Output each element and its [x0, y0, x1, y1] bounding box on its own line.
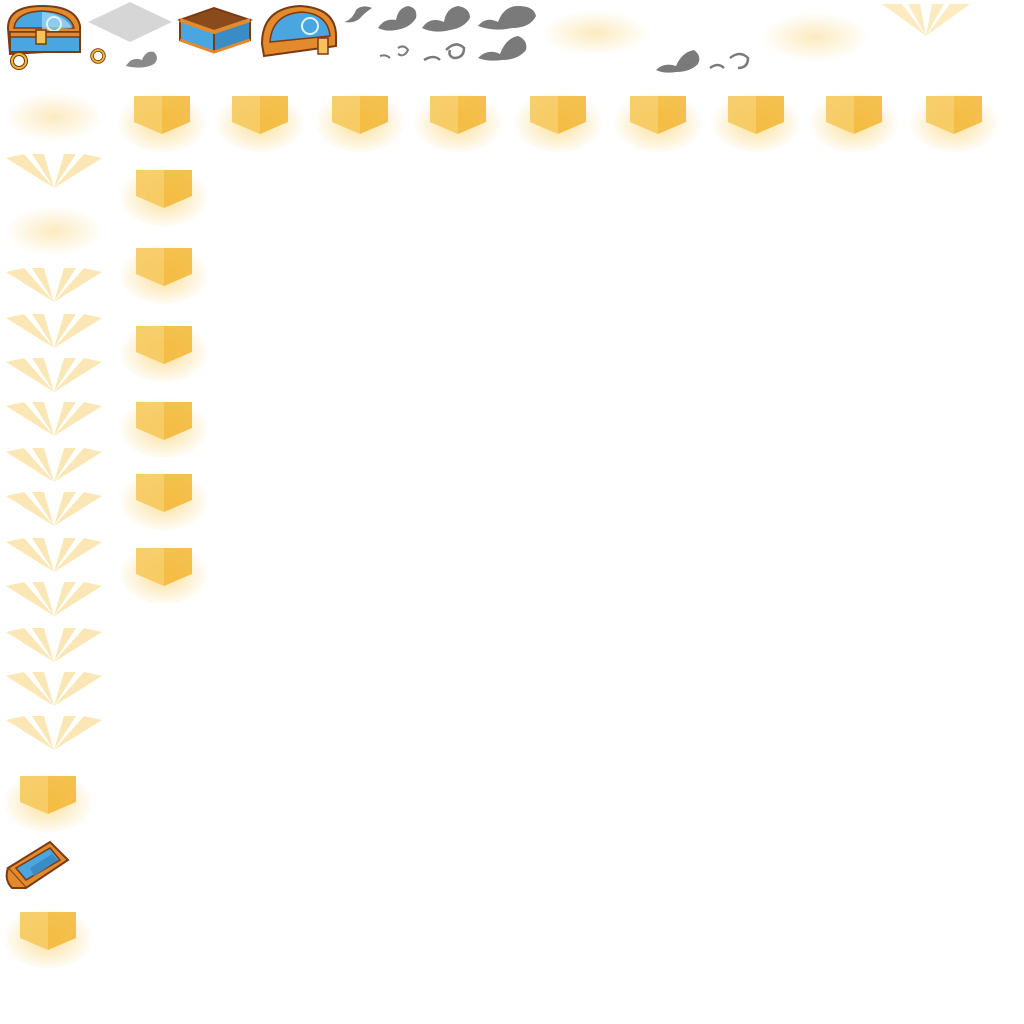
- light-burst: [4, 356, 104, 396]
- gold-glow-tile: [118, 236, 210, 306]
- light-burst: [878, 0, 974, 40]
- gold-glow-tile: [118, 536, 210, 606]
- chest-lid-sprite: [258, 2, 340, 60]
- gold-glow-tile: [118, 314, 210, 384]
- smoke-puff: [376, 36, 416, 64]
- gold-glow-tile: [612, 84, 704, 154]
- gold-glow-tile: [2, 900, 94, 970]
- smoke-puff: [342, 2, 376, 28]
- gold-glow: [4, 206, 104, 256]
- gold-glow-tile: [118, 158, 210, 228]
- gold-glow-tile: [314, 84, 406, 154]
- gold-glow-tile: [412, 84, 504, 154]
- light-burst: [4, 490, 104, 530]
- light-burst: [4, 312, 104, 352]
- treasure-chest-open-sprite: [174, 4, 254, 56]
- gold-glow-tile: [710, 84, 802, 154]
- gold-glow: [4, 92, 104, 142]
- ring-icon: [88, 46, 108, 66]
- gold-glow-tile: [118, 462, 210, 532]
- smoke-puff: [476, 2, 538, 32]
- smoke-puff: [376, 2, 420, 34]
- gold-glow-tile: [118, 390, 210, 460]
- smoke-puff: [654, 44, 704, 74]
- smoke-puff: [476, 32, 534, 64]
- light-burst: [4, 626, 104, 666]
- light-burst: [4, 266, 104, 306]
- gold-glow-tile: [2, 764, 94, 834]
- chest-lid-open-sprite: [2, 838, 70, 894]
- light-burst: [4, 536, 104, 576]
- smoke-puff: [706, 44, 754, 74]
- gold-glow-tile: [808, 84, 900, 154]
- ring-icon: [8, 50, 30, 72]
- smoke-puff: [124, 44, 164, 72]
- gold-glow-tile: [214, 84, 306, 154]
- light-burst: [4, 580, 104, 620]
- gold-glow: [540, 10, 650, 56]
- light-burst: [4, 670, 104, 710]
- gold-glow-tile: [512, 84, 604, 154]
- light-burst: [4, 152, 104, 192]
- gold-glow: [760, 12, 870, 62]
- light-burst: [4, 714, 104, 754]
- gold-glow-tile: [116, 84, 208, 154]
- smoke-puff: [420, 34, 474, 66]
- light-burst: [4, 446, 104, 486]
- floor-shadow-tile: [88, 2, 172, 42]
- light-burst: [4, 400, 104, 440]
- smoke-puff: [420, 2, 474, 34]
- treasure-chest-closed-sprite: [2, 2, 84, 60]
- gold-glow-tile: [908, 84, 1000, 154]
